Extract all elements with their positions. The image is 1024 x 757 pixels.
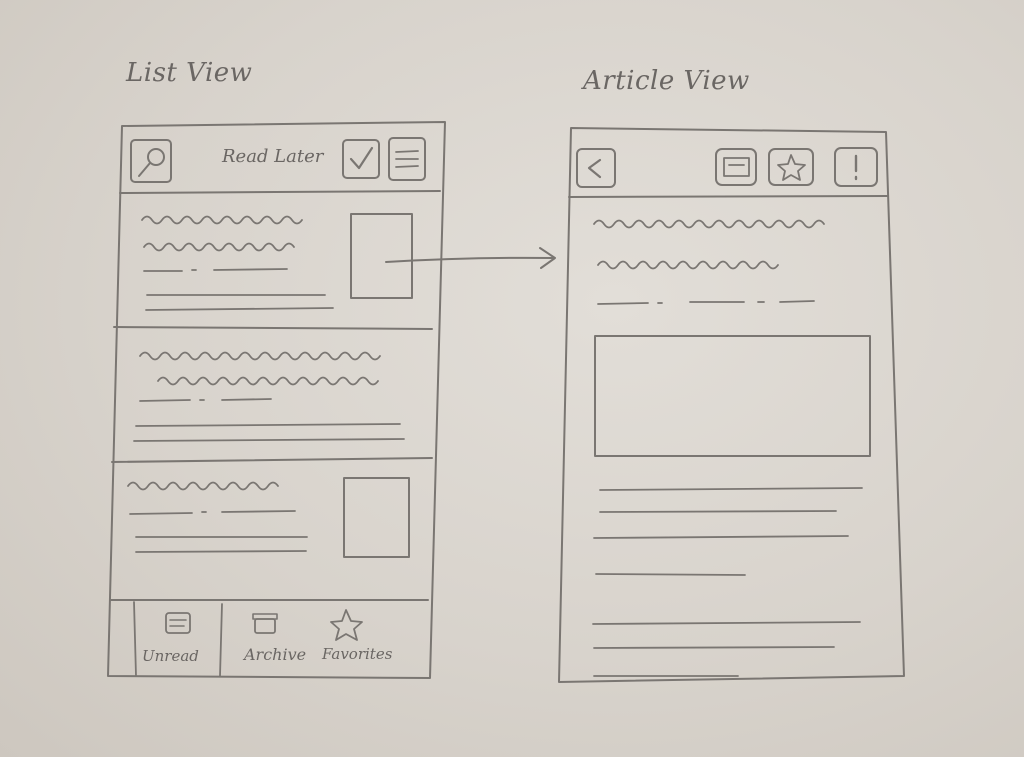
search-icon[interactable] [130, 139, 172, 183]
star-button[interactable] [768, 148, 814, 186]
article-title [593, 219, 825, 270]
star-icon [330, 609, 363, 641]
article-view-heading: Article View [583, 66, 750, 96]
article-view-phone [558, 127, 905, 683]
tab-unread[interactable] [165, 612, 191, 634]
list-phone-frame [107, 121, 446, 679]
tab-favorites-label[interactable]: Favorites [322, 645, 393, 663]
article-header-divider [568, 195, 889, 198]
list-item[interactable] [111, 351, 433, 463]
list-view-heading: List View [126, 58, 253, 88]
list-item[interactable] [127, 477, 410, 558]
tab-unread-label[interactable]: Unread [142, 647, 199, 665]
check-button[interactable] [342, 139, 380, 179]
article-thumbnail [350, 213, 413, 299]
article-byline [597, 300, 815, 305]
list-view-phone [107, 121, 446, 679]
list-header-title: Read Later [222, 146, 324, 167]
list-item[interactable] [113, 213, 433, 330]
inbox-icon [165, 612, 191, 634]
tab-archive[interactable] [252, 613, 278, 634]
tab-bar [109, 599, 429, 677]
more-button[interactable] [834, 147, 878, 187]
back-icon[interactable] [576, 148, 616, 188]
article-thumbnail [343, 477, 410, 558]
list-header-divider [119, 190, 441, 194]
tab-archive-label[interactable]: Archive [244, 645, 307, 664]
menu-icon[interactable] [388, 137, 426, 181]
tab-favorites[interactable] [330, 609, 363, 641]
article-body [592, 487, 863, 677]
archive-button[interactable] [715, 148, 757, 186]
article-hero-image [594, 335, 871, 457]
row-divider [113, 326, 433, 330]
row-divider [111, 457, 433, 463]
article-phone-frame [558, 127, 905, 683]
navigation-arrow [385, 247, 556, 269]
archive-icon [252, 613, 278, 634]
